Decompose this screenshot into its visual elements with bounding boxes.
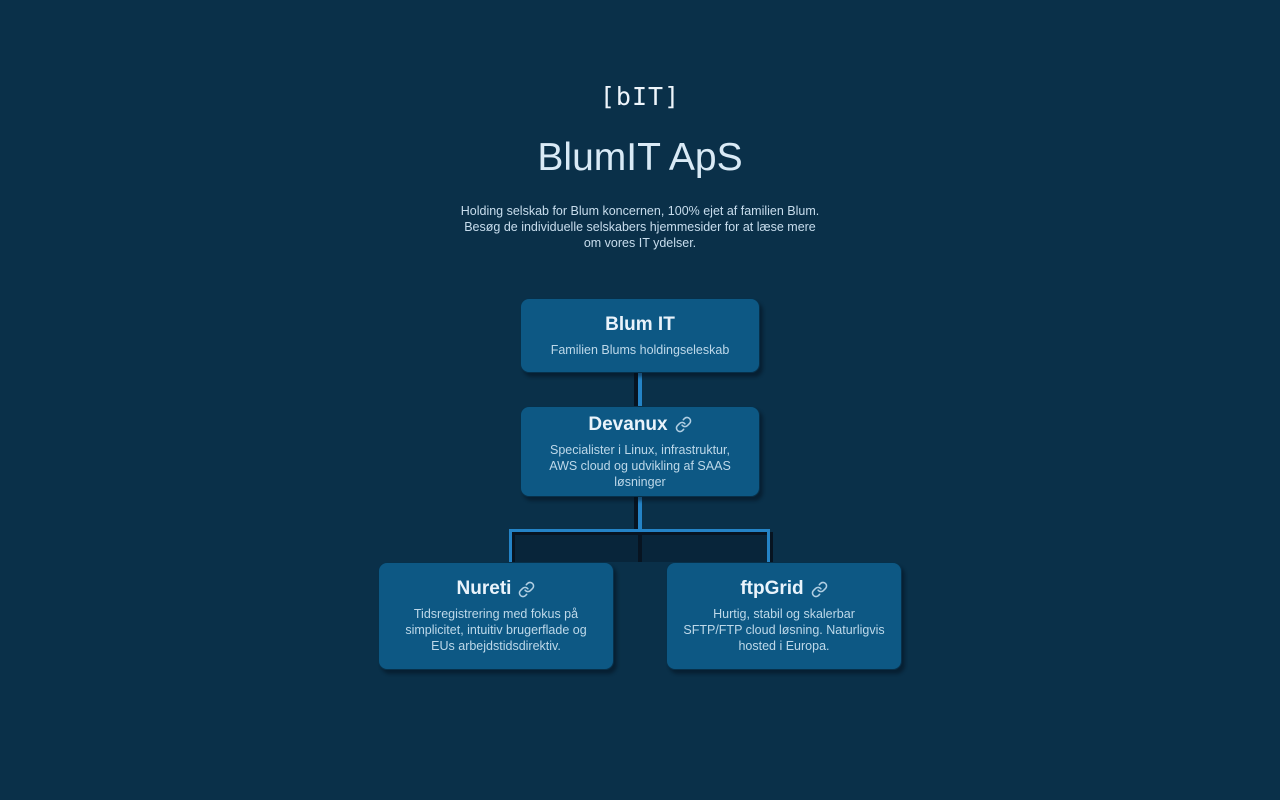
chain-link-icon[interactable] bbox=[675, 416, 692, 433]
org-node-title: ftpGrid bbox=[740, 578, 827, 600]
connector-split-right-drop bbox=[767, 529, 770, 562]
connector-shadow-root-to-devanux bbox=[634, 373, 638, 406]
site-logo: [bIT] bbox=[599, 82, 681, 111]
org-node-name: Blum IT bbox=[605, 313, 675, 335]
org-node-description: Familien Blums holdingseleskab bbox=[550, 342, 730, 357]
org-node-devanux[interactable]: Devanux Specialister i Linux, infrastruk… bbox=[520, 406, 760, 497]
connector-split-horizontal bbox=[509, 529, 770, 532]
connector-split-left-drop bbox=[509, 529, 512, 562]
org-node-title: Nureti bbox=[457, 578, 536, 600]
org-node-title: Blum IT bbox=[605, 314, 675, 336]
org-node-description: Specialister i Linux, infrastruktur, AWS… bbox=[549, 442, 731, 489]
connector-root-to-devanux bbox=[638, 373, 642, 406]
org-node-blum-it: Blum IT Familien Blums holdingseleskab bbox=[520, 298, 760, 373]
org-node-nureti[interactable]: Nureti Tidsregistrering med fokus på sim… bbox=[378, 562, 614, 670]
connector-split-shadow-left bbox=[512, 532, 515, 562]
org-node-description: Tidsregistrering med fokus på simplicite… bbox=[405, 607, 587, 653]
org-node-name: Nureti bbox=[456, 578, 512, 599]
connector-shadow-devanux-to-split bbox=[634, 497, 638, 529]
connector-split-shadow-right bbox=[770, 532, 773, 562]
chain-link-icon[interactable] bbox=[811, 581, 828, 598]
connector-split-shadow-middle bbox=[638, 532, 642, 562]
org-node-name: ftpGrid bbox=[740, 578, 804, 599]
org-node-name: Devanux bbox=[588, 413, 668, 435]
org-node-ftpgrid[interactable]: ftpGrid Hurtig, stabil og skalerbar SFTP… bbox=[666, 562, 902, 670]
chain-link-icon[interactable] bbox=[518, 581, 535, 598]
org-node-description: Hurtig, stabil og skalerbar SFTP/FTP clo… bbox=[683, 607, 885, 653]
connector-devanux-to-split bbox=[638, 497, 642, 529]
org-node-title: Devanux bbox=[588, 414, 691, 436]
page-description: Holding selskab for Blum koncernen, 100%… bbox=[460, 204, 820, 250]
page-title: BlumIT ApS bbox=[537, 136, 743, 179]
